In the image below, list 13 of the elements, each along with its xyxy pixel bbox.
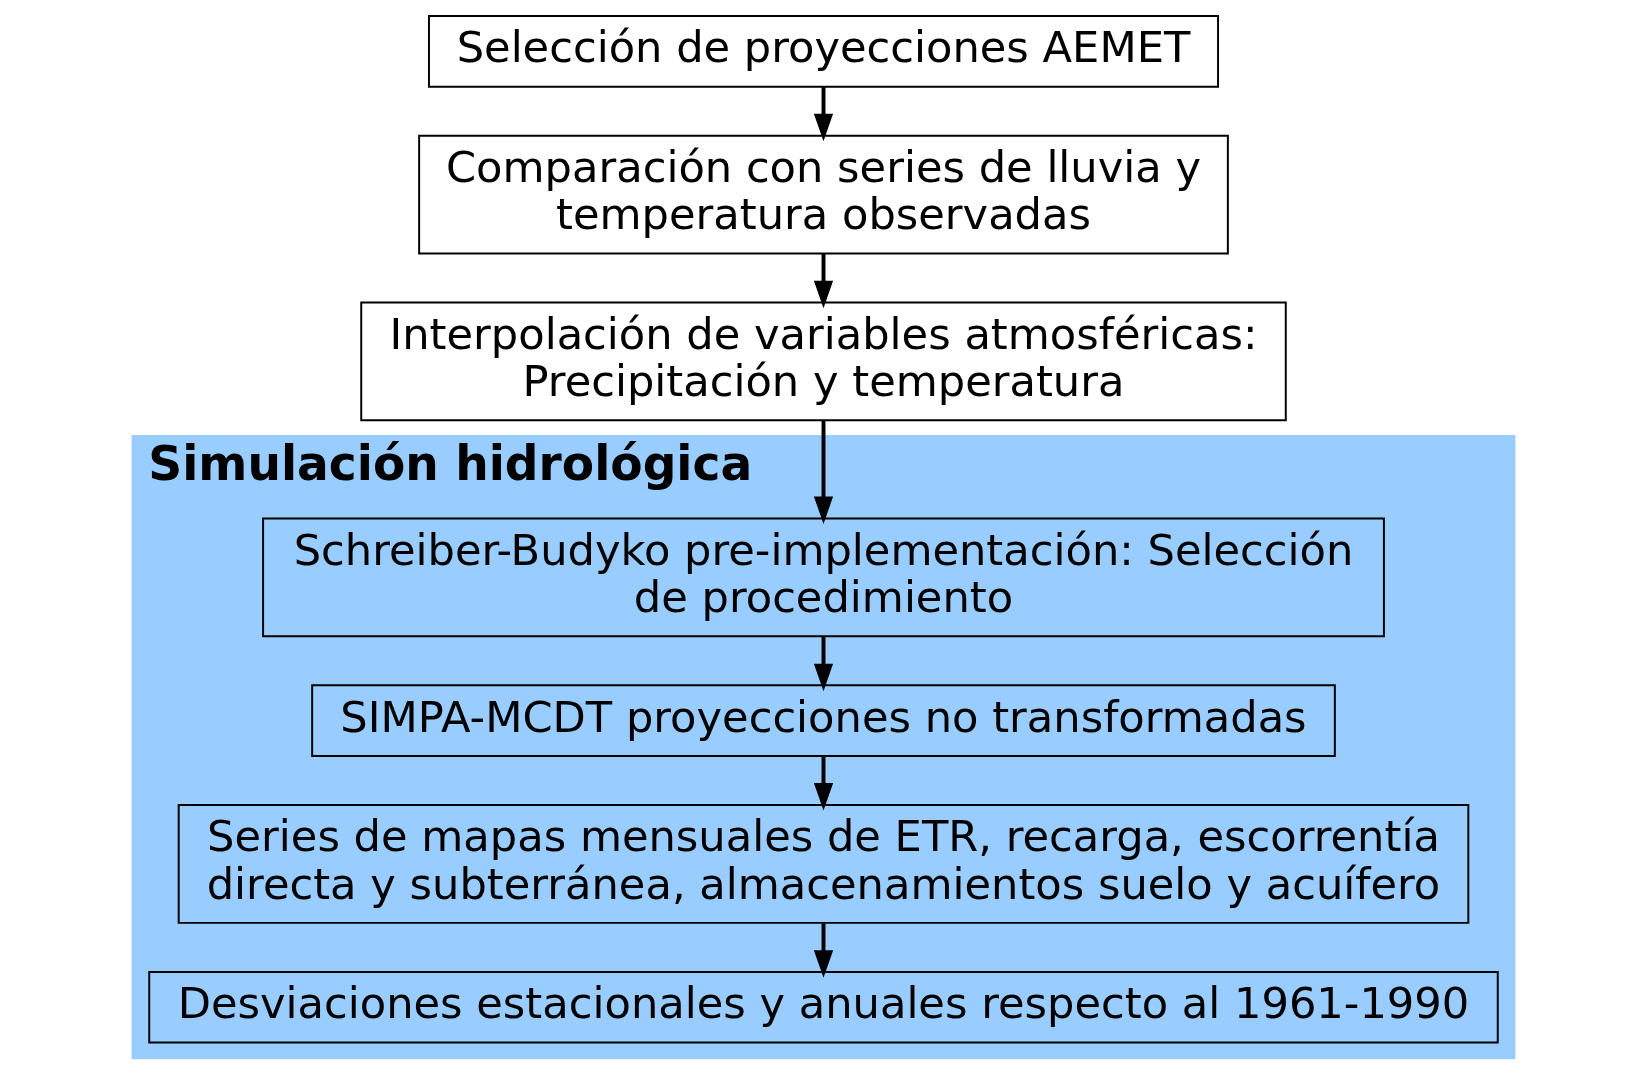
arrow: [813, 87, 833, 142]
node-box: Series de mapas mensuales de ETR, recarga, escorrentía directa y subterránea, almacenamientos suelo y acuífero: [177, 804, 1469, 924]
arrow: [813, 636, 833, 692]
node-box: Comparación con series de lluvia y temperatura observadas: [417, 134, 1229, 255]
node-box: Desviaciones estacionales y anuales respecto al 1961-1990: [147, 970, 1499, 1044]
arrow: [813, 420, 833, 524]
arrow: [813, 756, 833, 811]
arrow: [813, 253, 833, 309]
node-box: SIMPA-MCDT proyecciones no transformadas: [310, 684, 1336, 757]
node-box: Selección de proyecciones AEMET: [427, 15, 1219, 88]
arrow: [813, 923, 833, 978]
node-box: Schreiber-Budyko pre-implementación: Selección de procedimiento: [261, 517, 1385, 638]
node-box: Interpolación de variables atmosféricas: Precipitación y temperatura: [359, 301, 1287, 422]
